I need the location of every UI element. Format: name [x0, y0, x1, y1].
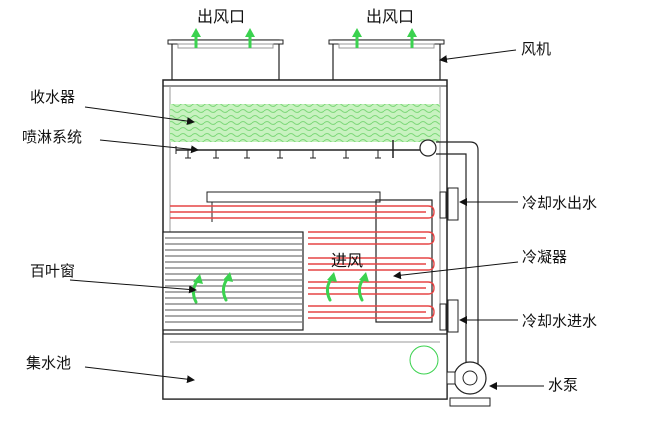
label-cooling-water-out: 冷却水出水 — [522, 194, 598, 212]
label-louver: 百叶窗 — [30, 262, 76, 280]
condenser-coils — [170, 205, 435, 319]
label-fan: 风机 — [521, 40, 552, 58]
label-spray-system: 喷淋系统 — [22, 128, 83, 146]
riser-pipe — [436, 141, 479, 370]
fan-left — [167, 39, 284, 81]
inlet-air-arrows — [191, 272, 369, 304]
water-basin — [162, 333, 448, 400]
pump — [446, 361, 491, 407]
basin-ripple — [409, 345, 439, 375]
label-cooling-water-in: 冷却水进水 — [522, 312, 598, 330]
label-outlet-left: 出风口 — [197, 7, 246, 26]
inlet-flange — [439, 299, 459, 333]
label-water-collector: 收水器 — [30, 88, 76, 106]
fan-right — [328, 39, 445, 81]
condenser-box — [375, 199, 433, 323]
outlet-flange — [439, 187, 459, 221]
label-condenser: 冷凝器 — [522, 248, 568, 266]
spray-pipe — [175, 139, 437, 159]
label-water-basin: 集水池 — [26, 354, 72, 372]
label-outlet-right: 出风口 — [366, 7, 415, 26]
louver — [162, 231, 304, 331]
label-water-pump: 水泵 — [548, 376, 579, 394]
leader-lines — [69, 49, 544, 390]
label-air-inlet: 进风 — [331, 251, 364, 270]
outlet-arrows — [191, 28, 417, 48]
